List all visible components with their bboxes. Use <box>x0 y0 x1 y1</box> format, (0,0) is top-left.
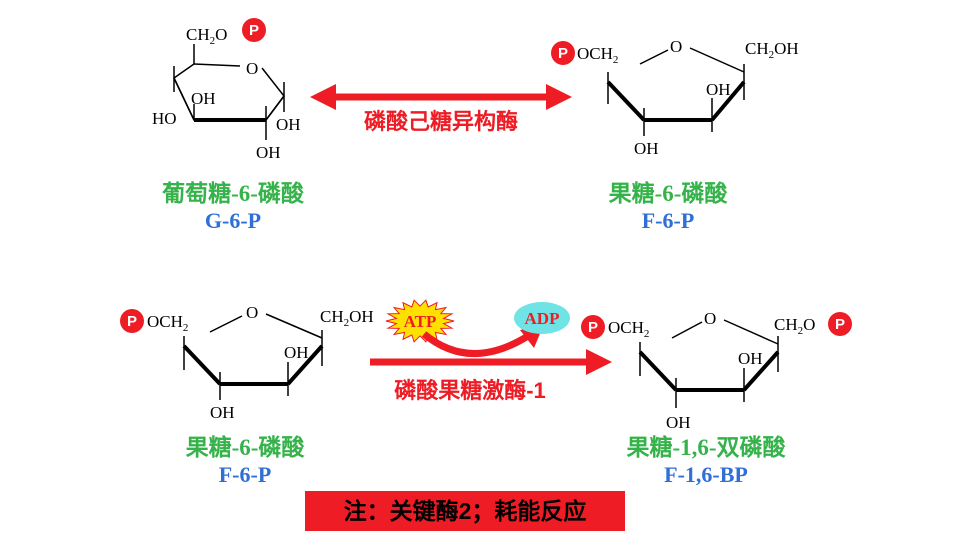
phosphate-icon: P <box>120 309 144 333</box>
enzyme-pfk1: 磷酸果糖激酶-1 <box>394 378 546 403</box>
f6p-bottom-poch2: OCH2 <box>147 312 188 334</box>
phosphate-icon: P <box>581 315 605 339</box>
svg-text:P: P <box>835 316 845 333</box>
f6p-top-abbr: F-6-P <box>642 208 695 233</box>
f6p-top-ring-o: O <box>670 37 682 56</box>
atp-starburst: ATP <box>385 299 455 343</box>
f6p-bottom-ch2oh: CH2OH <box>320 307 374 329</box>
f6p-bottom-structure: P OCH2 O CH2OH OH OH <box>120 303 374 422</box>
svg-text:P: P <box>127 313 137 330</box>
g6p-structure: CH2O P O OH HO OH OH <box>152 18 301 162</box>
fbp-name: 果糖-1,6-双磷酸 <box>626 434 786 460</box>
enzyme-isomerase: 磷酸己糖异构酶 <box>364 109 518 134</box>
reversible-arrow <box>310 84 572 110</box>
g6p-name: 葡萄糖-6-磷酸 <box>161 180 305 206</box>
g6p-oh-2: OH <box>276 115 301 134</box>
f6p-top-oh-1: OH <box>706 80 731 99</box>
svg-text:P: P <box>249 22 259 39</box>
note-box: 注：关键酶2；耗能反应 <box>305 491 625 531</box>
adp-bubble: ADP <box>514 302 570 334</box>
g6p-abbr: G-6-P <box>205 208 261 233</box>
atp-adp-curve <box>421 331 530 357</box>
fbp-structure: P OCH2 O CH2O P OH OH <box>581 309 852 432</box>
phosphate-icon: P <box>828 312 852 336</box>
forward-arrow <box>370 349 612 375</box>
g6p-ch2o: CH2O <box>186 25 227 47</box>
f6p-bottom-ring-o: O <box>246 303 258 322</box>
f6p-bottom-name: 果糖-6-磷酸 <box>186 434 306 460</box>
adp-label: ADP <box>525 309 560 328</box>
f6p-top-poch2: OCH2 <box>577 44 618 66</box>
svg-text:P: P <box>558 45 568 62</box>
phosphate-icon: P <box>551 41 575 65</box>
svg-text:P: P <box>588 319 598 336</box>
f6p-bottom-oh-2: OH <box>210 403 235 422</box>
fbp-poch2: OCH2 <box>608 318 649 340</box>
f6p-bottom-oh-1: OH <box>284 343 309 362</box>
f6p-top-structure: P OCH2 O CH2OH OH OH <box>551 37 799 158</box>
f6p-top-oh-2: OH <box>634 139 659 158</box>
f6p-bottom-abbr: F-6-P <box>219 462 272 487</box>
fbp-ch2o: CH2O <box>774 315 815 337</box>
fbp-oh-2: OH <box>666 413 691 432</box>
fbp-ring-o: O <box>704 309 716 328</box>
f6p-top-name: 果糖-6-磷酸 <box>609 180 729 206</box>
g6p-ho: HO <box>152 109 177 128</box>
atp-label: ATP <box>404 312 437 331</box>
fbp-abbr: F-1,6-BP <box>664 462 748 487</box>
g6p-oh-3: OH <box>256 143 281 162</box>
phosphate-icon: P <box>242 18 266 42</box>
g6p-oh-1: OH <box>191 89 216 108</box>
g6p-ring-o: O <box>246 59 258 78</box>
fbp-oh-1: OH <box>738 349 763 368</box>
f6p-top-ch2oh: CH2OH <box>745 39 799 61</box>
